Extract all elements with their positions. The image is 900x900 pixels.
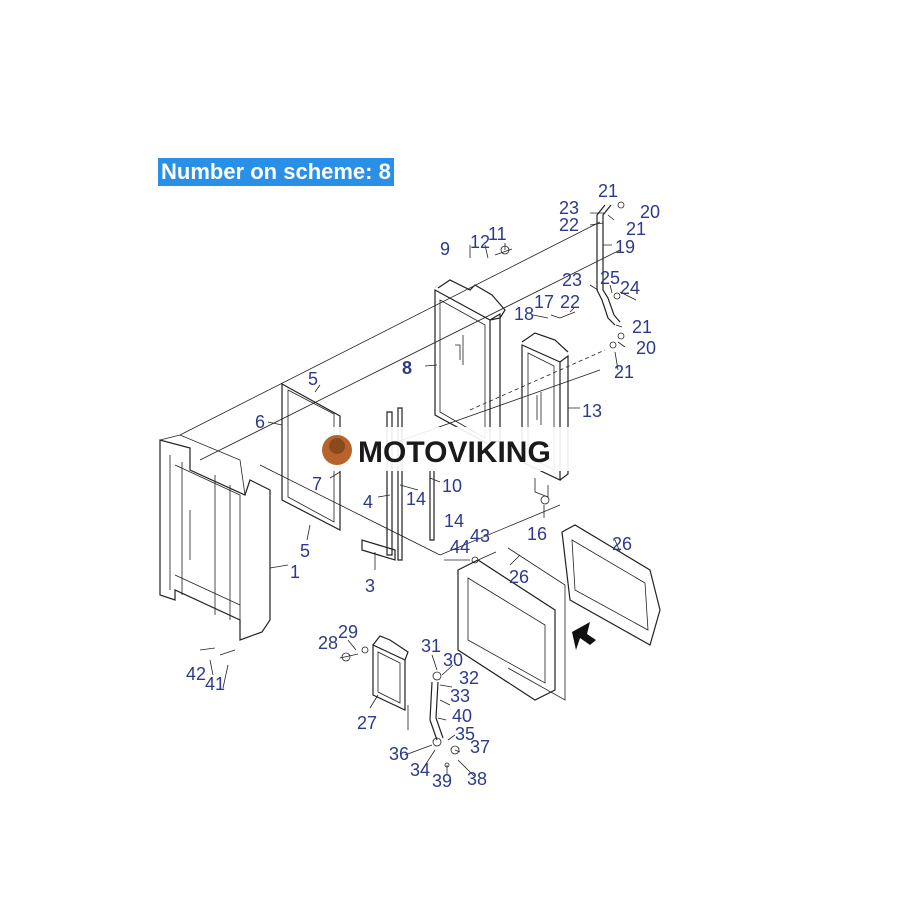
direction-arrow-icon bbox=[572, 622, 596, 650]
part-label-38: 38 bbox=[467, 769, 487, 789]
part-label-27: 27 bbox=[357, 713, 377, 733]
part-label-8: 8 bbox=[402, 358, 412, 378]
part-label-36: 36 bbox=[389, 744, 409, 764]
part-label-26-left: 26 bbox=[509, 567, 529, 587]
part-label-34: 34 bbox=[410, 760, 430, 780]
part-label-20-bottom: 20 bbox=[636, 338, 656, 358]
part-label-40: 40 bbox=[452, 706, 472, 726]
part-label-32: 32 bbox=[459, 668, 479, 688]
part-label-12: 12 bbox=[470, 232, 490, 252]
part-label-3: 3 bbox=[365, 576, 375, 596]
radiator-core bbox=[434, 279, 506, 447]
part-label-23-bottom: 23 bbox=[562, 270, 582, 290]
part-label-28: 28 bbox=[318, 633, 338, 653]
leader-lines bbox=[209, 212, 626, 777]
scheme-number-badge: Number on scheme: 8 bbox=[158, 158, 394, 186]
part-label-37: 37 bbox=[470, 737, 490, 757]
part-label-23-top: 23 bbox=[559, 198, 579, 218]
part-label-22-top: 22 bbox=[559, 215, 579, 235]
seal-frame bbox=[281, 382, 341, 531]
oil-cooler bbox=[521, 332, 569, 498]
part-label-10: 10 bbox=[442, 476, 462, 496]
part-label-6: 6 bbox=[255, 412, 265, 432]
part-label-43: 43 bbox=[470, 526, 490, 546]
part-label-5-top: 5 bbox=[308, 369, 318, 389]
part-label-18: 18 bbox=[514, 304, 534, 324]
part-label-20-top: 20 bbox=[640, 202, 660, 222]
aftercooler bbox=[372, 635, 409, 730]
part-label-16: 16 bbox=[527, 524, 547, 544]
part-label-21-c: 21 bbox=[632, 317, 652, 337]
part-label-13: 13 bbox=[582, 401, 602, 421]
part-label-14-bottom: 14 bbox=[444, 511, 464, 531]
frame-shroud bbox=[159, 434, 271, 641]
part-label-41: 41 bbox=[205, 674, 225, 694]
part-labels: 1 3 4 5 5 6 7 8 9 10 11 12 13 14 14 16 1… bbox=[186, 181, 660, 791]
part-label-5-bottom: 5 bbox=[300, 541, 310, 561]
part-label-44: 44 bbox=[450, 537, 470, 557]
part-label-35: 35 bbox=[455, 724, 475, 744]
part-label-21-b: 21 bbox=[626, 219, 646, 239]
part-label-30: 30 bbox=[443, 650, 463, 670]
part-label-7: 7 bbox=[312, 474, 322, 494]
motoviking-watermark: MOTOVIKING bbox=[315, 427, 585, 471]
part-label-21-a: 21 bbox=[598, 181, 618, 201]
part-label-29: 29 bbox=[338, 622, 358, 642]
part-label-24: 24 bbox=[620, 278, 640, 298]
part-label-31: 31 bbox=[421, 636, 441, 656]
part-label-14-top: 14 bbox=[406, 489, 426, 509]
part-label-22-bottom: 22 bbox=[560, 292, 580, 312]
part-label-26-right: 26 bbox=[612, 534, 632, 554]
watermark-text: MOTOVIKING bbox=[358, 436, 551, 469]
part-label-1: 1 bbox=[290, 562, 300, 582]
gasket-panel-right bbox=[561, 524, 661, 646]
part-label-25: 25 bbox=[600, 268, 620, 288]
part-label-4: 4 bbox=[363, 492, 373, 512]
part-label-19: 19 bbox=[615, 237, 635, 257]
part-label-33: 33 bbox=[450, 686, 470, 706]
hose-40 bbox=[429, 681, 444, 741]
part-label-42: 42 bbox=[186, 664, 206, 684]
part-label-17: 17 bbox=[534, 292, 554, 312]
part-label-11: 11 bbox=[488, 224, 507, 244]
part-label-21-d: 21 bbox=[614, 362, 634, 382]
part-label-39: 39 bbox=[432, 771, 452, 791]
part-label-9: 9 bbox=[440, 239, 450, 259]
